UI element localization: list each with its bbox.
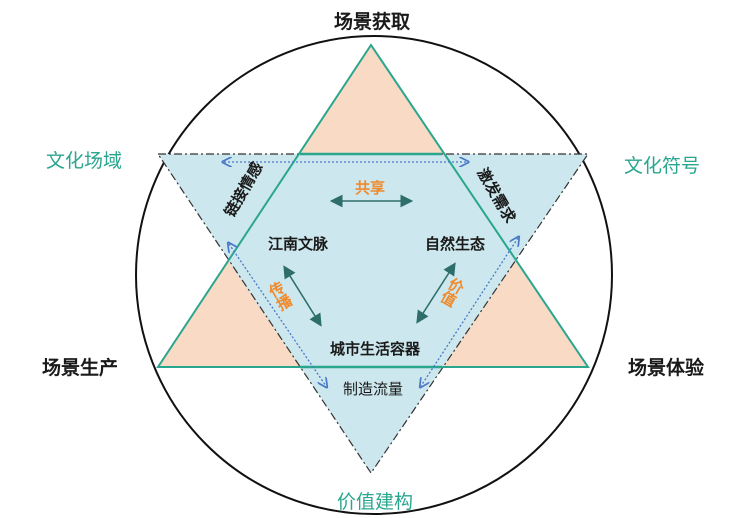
label-right-bottom: 场景体验 [628, 356, 705, 379]
label-right-top: 文化符号 [624, 155, 700, 177]
label-top: 场景获取 [334, 10, 410, 33]
arrow-spread [283, 265, 322, 327]
outer-ellipse [135, 35, 613, 515]
node-jiangnan: 江南文脉 [268, 235, 329, 253]
arrow-value [416, 262, 456, 324]
label-bottom: 价值建构 [337, 491, 413, 513]
label-left-top: 文化场域 [46, 150, 122, 172]
node-city: 城市生活容器 [330, 340, 421, 358]
dotted-arrow-left [229, 244, 326, 386]
side-label-bottom: 制造流量 [343, 380, 403, 398]
label-left-bottom: 场景生产 [42, 356, 118, 379]
relation-share: 共享 [355, 179, 385, 197]
node-nature: 自然生态 [425, 235, 485, 253]
dotted-arrow-right [421, 238, 518, 386]
